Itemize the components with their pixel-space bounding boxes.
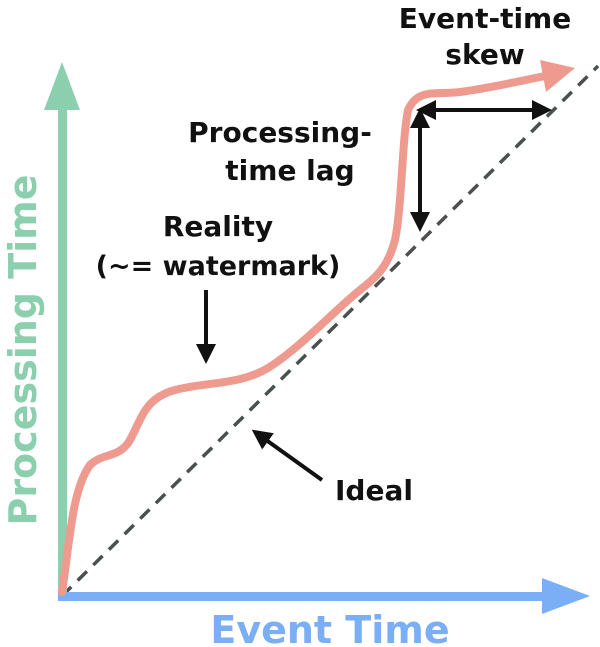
- y-axis-arrowhead: [44, 62, 80, 110]
- skew-label-line1: Event-time: [399, 2, 571, 35]
- reality-curve: [58, 72, 549, 596]
- y-axis-line: [58, 105, 67, 598]
- x-axis-title: Event Time: [210, 608, 449, 647]
- ideal-label: Ideal: [335, 474, 413, 507]
- x-axis-arrowhead: [542, 578, 590, 614]
- reality-label-line1: Reality: [163, 210, 273, 243]
- reality-arrowhead: [540, 60, 575, 92]
- lag-label-line2: time lag: [225, 154, 354, 187]
- x-axis: [58, 578, 590, 614]
- x-axis-line: [58, 592, 550, 601]
- lag-label-line1: Processing-: [188, 116, 372, 149]
- reality-label-line2: (~= watermark): [96, 251, 341, 282]
- y-axis-title: Processing Time: [1, 174, 45, 525]
- ideal-pointer-arrow: [251, 429, 324, 482]
- ideal-line: [60, 64, 600, 598]
- y-axis: [44, 62, 80, 598]
- skew-label-line2: skew: [445, 38, 524, 71]
